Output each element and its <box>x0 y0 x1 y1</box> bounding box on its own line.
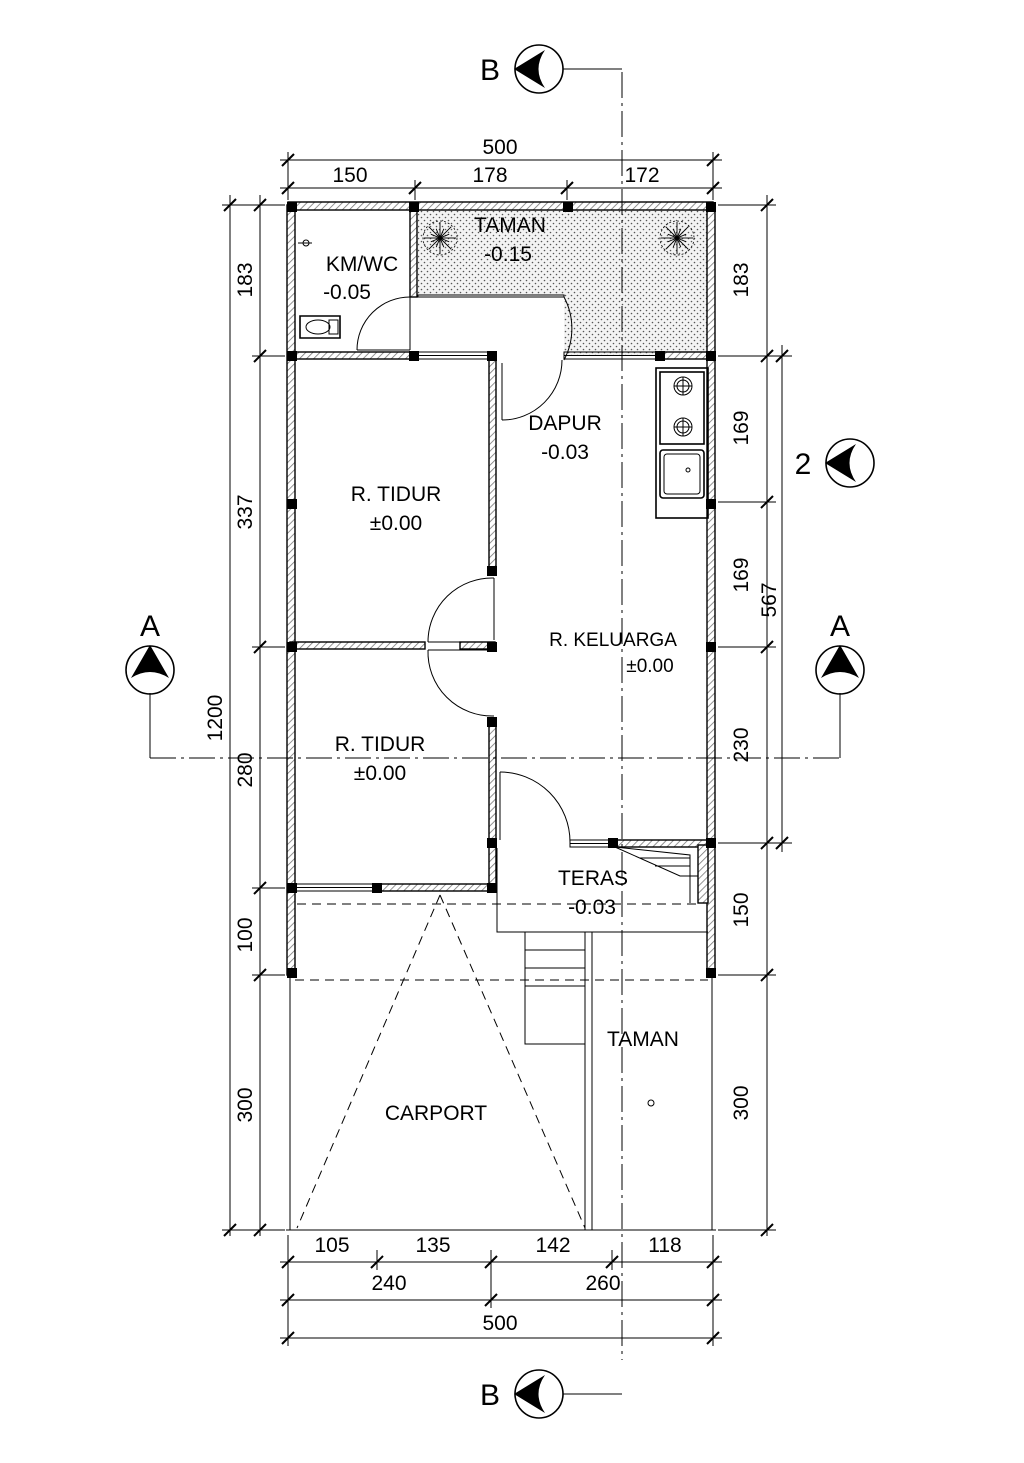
room-teras-name: TERAS <box>558 867 628 890</box>
teras-canopy <box>614 846 698 903</box>
sink-icon <box>659 449 705 499</box>
dim-bottom-4: 118 <box>648 1234 681 1257</box>
room-kmwc-name: KM/WC <box>326 253 398 276</box>
section-arrow-icon <box>514 50 545 88</box>
dim-left-5: 300 <box>234 1087 257 1122</box>
dim-bottom-2: 135 <box>415 1234 450 1257</box>
dim-right-6: 300 <box>730 1085 753 1120</box>
section-arrow-icon <box>821 645 859 678</box>
dim-bottom-mid-2: 260 <box>585 1272 620 1295</box>
dim-right-4: 230 <box>730 727 753 762</box>
walls <box>286 201 716 976</box>
dim-left-2: 337 <box>234 494 257 529</box>
room-labels: KM/WC -0.05 TAMAN -0.15 DAPUR -0.03 R. T… <box>323 214 679 1125</box>
room-tidur2-name: R. TIDUR <box>335 733 426 756</box>
dim-top-2: 178 <box>472 164 507 187</box>
teras-steps <box>297 848 708 1230</box>
dim-top-3: 172 <box>624 164 659 187</box>
dimension-lines <box>222 152 792 1346</box>
toilet-icon <box>298 239 341 339</box>
room-keluarga-name: R. KELUARGA <box>549 630 677 651</box>
plant-icon <box>422 220 458 256</box>
room-taman-bottom-name: TAMAN <box>607 1028 679 1051</box>
columns <box>287 202 716 978</box>
plant-icon <box>659 220 695 256</box>
section-marker-a-right: A <box>815 610 865 758</box>
room-carport-name: CARPORT <box>385 1102 487 1125</box>
dim-bottom-total: 500 <box>482 1312 517 1335</box>
doors <box>356 294 573 843</box>
section-arrow-icon <box>825 444 856 482</box>
dim-top-1: 150 <box>332 164 367 187</box>
dim-bottom-mid-1: 240 <box>371 1272 406 1295</box>
section-label-b-bottom: B <box>480 1379 500 1412</box>
dim-bottom-1: 105 <box>314 1234 349 1257</box>
room-teras-level: -0.03 <box>568 896 616 919</box>
section-label-b-top: B <box>480 54 500 87</box>
section-arrow-icon <box>514 1375 545 1413</box>
stove-icon <box>673 376 693 437</box>
dim-left-1: 183 <box>234 262 257 297</box>
dimension-labels: 500 150 178 172 1200 183 337 280 100 300… <box>204 136 781 1335</box>
room-tidur1-name: R. TIDUR <box>351 483 442 506</box>
dim-right-5: 150 <box>730 892 753 927</box>
section-marker-b-bottom: B <box>480 1369 622 1419</box>
room-keluarga-level: ±0.00 <box>626 656 673 677</box>
dim-left-3: 280 <box>234 752 257 787</box>
section-marker-2: 2 <box>795 438 875 488</box>
carport <box>286 894 716 1231</box>
room-dapur-name: DAPUR <box>528 412 602 435</box>
room-tidur2-level: ±0.00 <box>354 762 406 785</box>
dim-right-span: 567 <box>758 582 781 617</box>
section-lines <box>150 72 840 1360</box>
windows <box>294 351 657 892</box>
section-label-a-right: A <box>830 610 850 643</box>
section-marker-b-top: B <box>480 44 622 94</box>
room-taman-top-name: TAMAN <box>474 214 546 237</box>
section-arrow-icon <box>131 645 169 678</box>
section-marker-a-left: A <box>125 610 175 758</box>
dim-left-4: 100 <box>234 917 257 952</box>
room-dapur-level: -0.03 <box>541 441 589 464</box>
dim-right-3: 169 <box>730 557 753 592</box>
kitchen-counter <box>655 367 709 519</box>
dim-top-total: 500 <box>482 136 517 159</box>
dim-left-total: 1200 <box>204 695 227 742</box>
dim-right-2: 169 <box>730 410 753 445</box>
dim-bottom-3: 142 <box>535 1234 570 1257</box>
section-label-2: 2 <box>795 448 812 481</box>
room-kmwc-level: -0.05 <box>323 281 371 304</box>
room-taman-top-level: -0.15 <box>484 243 532 266</box>
room-tidur1-level: ±0.00 <box>370 512 422 535</box>
section-label-a-left: A <box>140 610 160 643</box>
dim-right-1: 183 <box>730 262 753 297</box>
